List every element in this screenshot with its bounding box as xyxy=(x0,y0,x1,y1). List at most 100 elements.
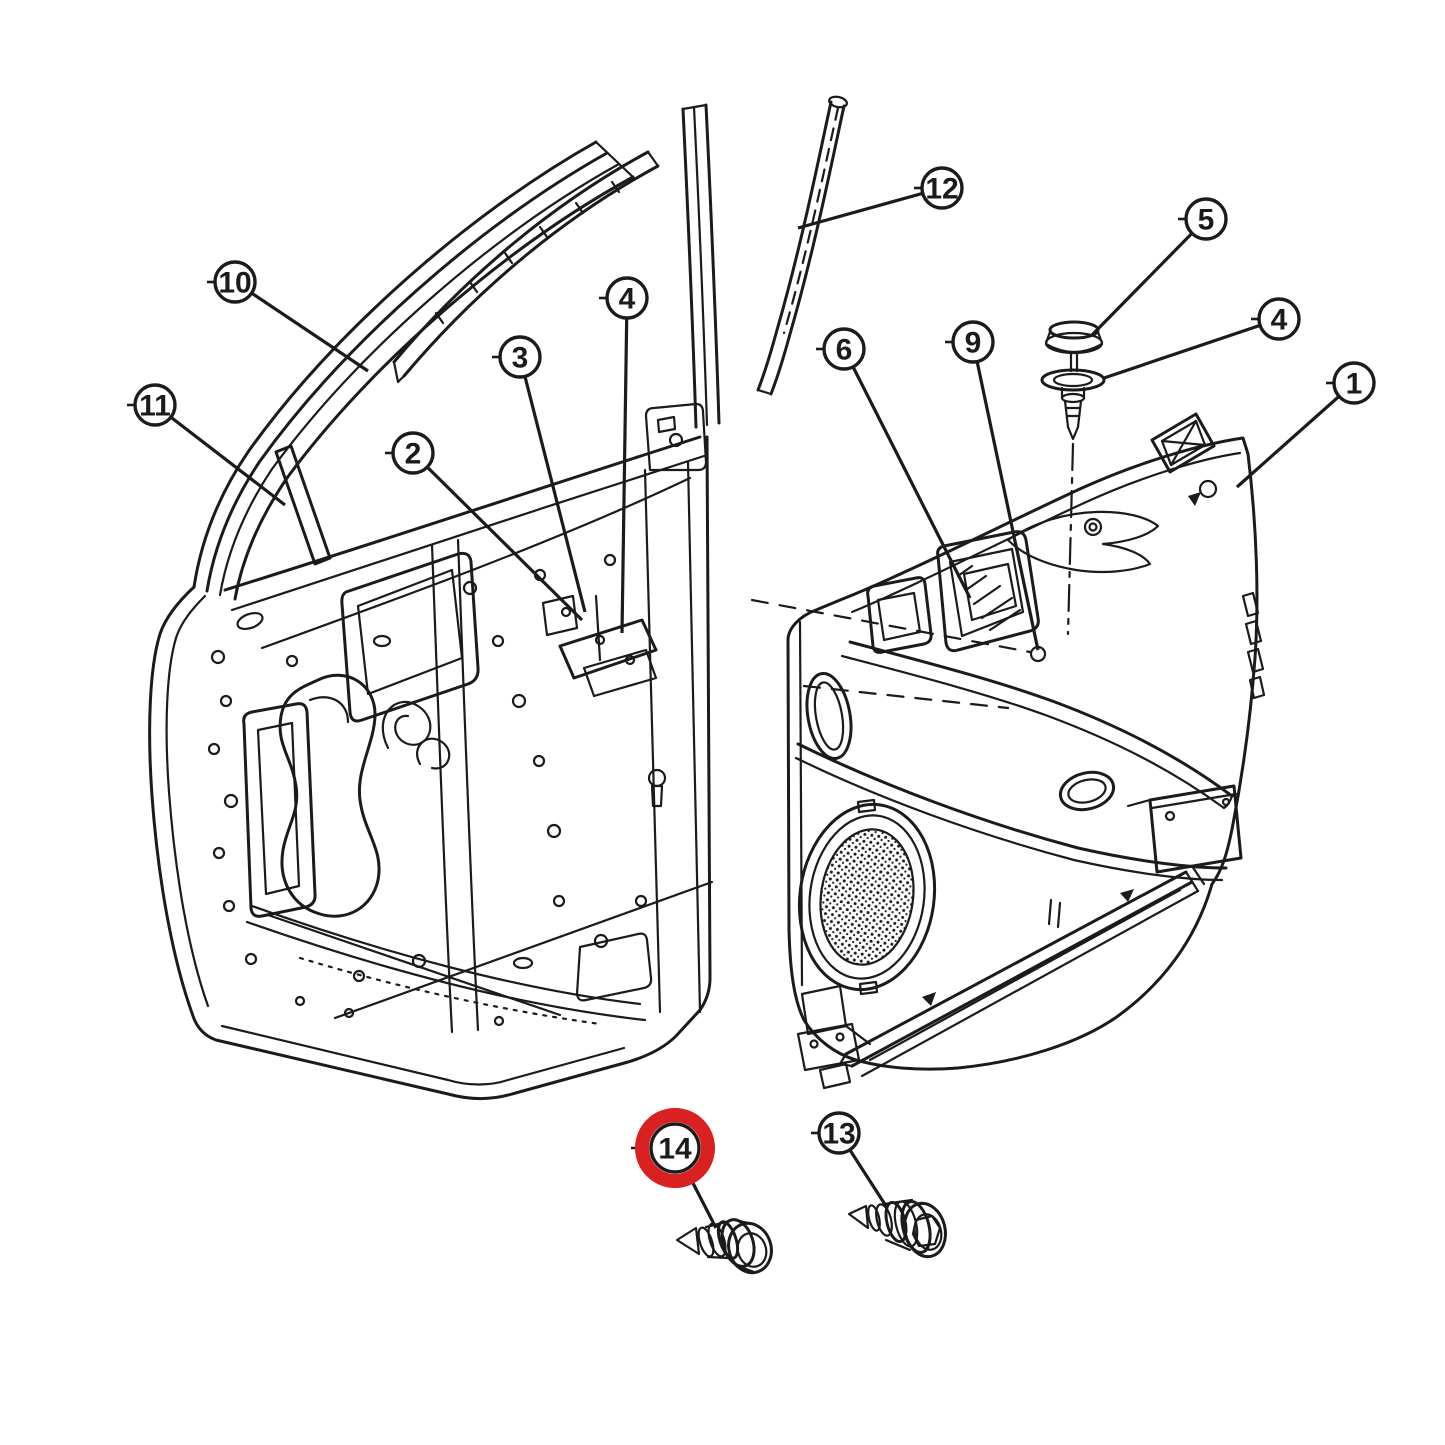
latch-bracket-assembly xyxy=(541,594,658,698)
vent-slats xyxy=(1241,591,1266,700)
door-hem-line xyxy=(220,1024,626,1086)
callout-number: 9 xyxy=(965,327,982,360)
callout-number: 3 xyxy=(512,342,529,375)
callout-circle xyxy=(498,335,542,379)
door-trim-panel xyxy=(750,412,1266,1090)
callout-leader-line xyxy=(971,341,1040,651)
callout-leader-line xyxy=(1235,381,1356,489)
armrest xyxy=(840,640,1234,810)
callout-number: 10 xyxy=(218,267,251,300)
callout-circle xyxy=(822,327,866,371)
pin-cap xyxy=(1044,320,1104,355)
upper-access-opening xyxy=(340,551,480,723)
belt-line-inner xyxy=(230,454,706,612)
callout-number: 2 xyxy=(405,438,422,471)
alignment-dash-line xyxy=(750,598,1032,654)
callout-circle xyxy=(605,276,649,320)
callout-number: 5 xyxy=(1198,204,1215,237)
callout-3[interactable]: 3 xyxy=(492,335,587,613)
callout-2[interactable]: 2 xyxy=(385,431,584,622)
clip-14 xyxy=(675,1218,773,1275)
callout-number: 12 xyxy=(925,173,958,206)
speaker-grille xyxy=(819,828,915,966)
callout-circle xyxy=(1184,197,1228,241)
callout-leader-line xyxy=(154,403,286,507)
callout-number: 14 xyxy=(658,1133,692,1166)
speaker xyxy=(797,798,937,996)
center-channel xyxy=(430,543,454,1034)
callout-leader-line xyxy=(842,348,972,599)
lock-pillar-face xyxy=(643,468,662,1014)
bezel-opening xyxy=(866,576,933,654)
callout-6[interactable]: 6 xyxy=(816,327,972,599)
callout-number: 4 xyxy=(1271,304,1288,337)
callout-number: 1 xyxy=(1346,368,1363,401)
pocket-oval xyxy=(1058,770,1116,812)
alignment-dash-line xyxy=(802,684,1010,710)
harness-squiggle xyxy=(381,700,432,750)
sill-scuff-strip xyxy=(838,864,1206,1078)
callout-leader-line xyxy=(518,356,587,613)
callout-leader-line xyxy=(797,186,943,230)
callout-11[interactable]: 11 xyxy=(127,383,286,507)
callout-circle xyxy=(133,383,177,427)
callout-9[interactable]: 9 xyxy=(945,320,1040,651)
belt-molding-10 xyxy=(392,150,660,384)
pin-body xyxy=(1040,368,1106,441)
belt-line xyxy=(223,435,702,592)
callout-circle xyxy=(1332,361,1376,405)
callout-circle xyxy=(817,1111,861,1155)
lock-keyhole xyxy=(647,768,667,808)
callout-leader-line xyxy=(234,280,369,373)
callout-number: 4 xyxy=(619,283,636,316)
door-sill-lines xyxy=(245,880,714,1026)
lower-right-bracket xyxy=(1126,784,1243,874)
pin-centerline xyxy=(1066,442,1075,636)
callout-4[interactable]: 4 xyxy=(599,276,649,634)
callout-circle xyxy=(213,260,257,304)
panel-holes xyxy=(207,553,648,1027)
center-channel xyxy=(456,538,480,1032)
arrow-marker xyxy=(1188,492,1201,506)
upper-frame-bracket xyxy=(644,402,708,472)
callout-leader-line xyxy=(1103,317,1280,380)
callout-14-highlighted[interactable]: 14 xyxy=(631,1108,718,1229)
callout-leader-line xyxy=(1090,217,1208,337)
callout-circle xyxy=(951,320,995,364)
run-channel-molding-12 xyxy=(756,95,848,396)
callout-circle xyxy=(920,166,964,210)
callout-number: 6 xyxy=(836,334,853,367)
callout-circle xyxy=(391,431,435,475)
pull-handle-emblem xyxy=(1006,510,1160,574)
harness-squiggle xyxy=(416,737,451,770)
lock-pillar-face xyxy=(686,460,702,1014)
trim-oval-opening xyxy=(805,671,853,761)
clip-13 xyxy=(847,1198,947,1259)
window-switch-bezel xyxy=(1150,412,1216,474)
rear-frame-channel xyxy=(681,103,721,429)
window-frame xyxy=(192,140,635,601)
door-inner-panel xyxy=(148,95,848,1100)
callout-leader-line xyxy=(411,451,584,622)
callout-number: 13 xyxy=(822,1118,855,1151)
callout-12[interactable]: 12 xyxy=(797,166,964,230)
callout-circle xyxy=(1257,297,1301,341)
callout-10[interactable]: 10 xyxy=(207,260,369,373)
callout-circle xyxy=(649,1122,701,1174)
lower-left-bracket xyxy=(796,984,872,1090)
screw-hole xyxy=(1198,479,1218,499)
callout-number: 11 xyxy=(139,390,171,423)
callout-4[interactable]: 4 xyxy=(1103,297,1301,380)
callout-5[interactable]: 5 xyxy=(1090,197,1228,337)
watershield xyxy=(278,673,381,918)
inner-panel-top-edge xyxy=(260,476,692,650)
callout-leader-line xyxy=(620,297,629,634)
door-shell-inner-edge xyxy=(165,594,210,1008)
callout-13[interactable]: 13 xyxy=(811,1111,888,1207)
rect-access-hole xyxy=(575,932,653,1002)
door-pull-opening xyxy=(936,530,1040,653)
callout-1[interactable]: 1 xyxy=(1235,361,1376,489)
callouts-layer: 10 11 2 3 4 12 5 4 1 6 9 13 14 xyxy=(127,166,1376,1229)
